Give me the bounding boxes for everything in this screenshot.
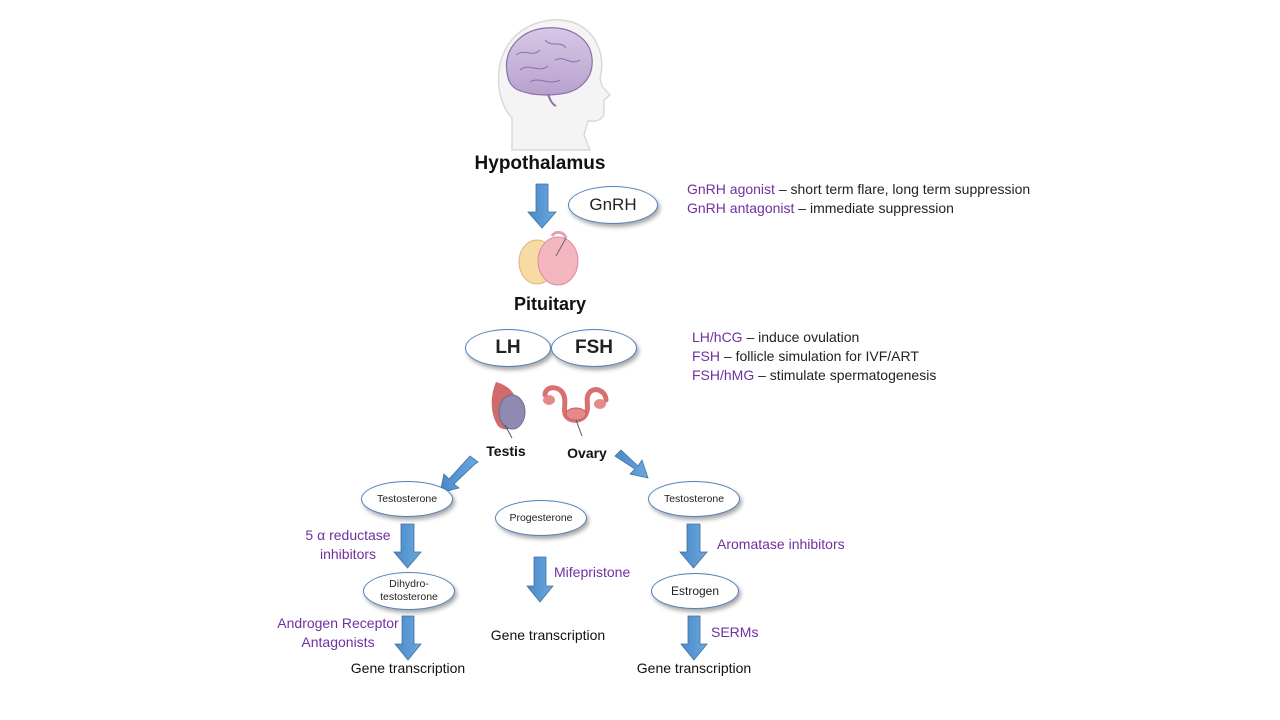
drug-effect: – follicle simulation for IVF/ART bbox=[720, 348, 919, 364]
dht-label-line2: testosterone bbox=[380, 591, 438, 603]
ovary-illustration bbox=[542, 385, 609, 437]
arrow-right-testosterone-to-estrogen bbox=[679, 523, 708, 569]
left-testosterone-bubble: Testosterone bbox=[361, 481, 453, 517]
arrow-hypothalamus-to-pituitary bbox=[527, 183, 557, 229]
drug-effect: – stimulate spermatogenesis bbox=[754, 367, 937, 383]
drug-name: FSH/hMG bbox=[692, 367, 755, 383]
drug-name: FSH bbox=[692, 348, 720, 364]
drug-effect: – induce ovulation bbox=[742, 329, 860, 345]
gnrh-notes: GnRH agonist – short term flare, long te… bbox=[687, 180, 1030, 218]
pituitary-label: Pituitary bbox=[513, 294, 587, 314]
estrogen-label: Estrogen bbox=[670, 584, 720, 598]
gonadotropin-notes: LH/hCG – induce ovulation FSH – follicle… bbox=[692, 328, 936, 385]
note-fsh: FSH – follicle simulation for IVF/ART bbox=[692, 347, 936, 366]
gnrh-note-antagonist: GnRH antagonist – immediate suppression bbox=[687, 199, 1030, 218]
drug-effect: – short term flare, long term suppressio… bbox=[774, 181, 1031, 197]
drug-name: GnRH agonist bbox=[687, 181, 775, 197]
drug-name: GnRH antagonist bbox=[687, 200, 795, 216]
dht-bubble: Dihydro- testosterone bbox=[363, 572, 455, 610]
arrow-left-testosterone-to-dht bbox=[393, 523, 422, 569]
testis-illustration bbox=[491, 382, 526, 439]
gnrh-label: GnRH bbox=[589, 195, 637, 214]
gnrh-note-agonist: GnRH agonist – short term flare, long te… bbox=[687, 180, 1030, 199]
right-testosterone-bubble: Testosterone bbox=[648, 481, 740, 517]
note-fsh-hmg: FSH/hMG – stimulate spermatogenesis bbox=[692, 366, 936, 385]
progesterone-label: Progesterone bbox=[509, 511, 573, 524]
arrow-to-right-branch bbox=[614, 449, 649, 479]
middle-gene-transcription-label: Gene transcription bbox=[490, 627, 606, 643]
head-brain-illustration bbox=[497, 19, 612, 151]
lh-label: LH bbox=[495, 337, 521, 358]
pituitary-illustration bbox=[518, 230, 579, 286]
dht-label-line1: Dihydro- bbox=[389, 578, 429, 590]
testis-label: Testis bbox=[486, 443, 526, 459]
mifepristone-label: Mifepristone bbox=[554, 564, 631, 580]
drug-effect: – immediate suppression bbox=[794, 200, 954, 216]
fsh-label: FSH bbox=[575, 337, 613, 358]
arrow-middle-progesterone bbox=[526, 556, 554, 603]
right-testosterone-label: Testosterone bbox=[663, 492, 725, 505]
left-testosterone-label: Testosterone bbox=[376, 492, 438, 505]
right-gene-transcription-label: Gene transcription bbox=[636, 660, 752, 676]
fsh-hormone-bubble: FSH bbox=[551, 329, 637, 367]
arrow-right-estrogen-to-transcription bbox=[680, 615, 708, 661]
gnrh-hormone-bubble: GnRH bbox=[568, 186, 658, 224]
serms-label: SERMs bbox=[711, 624, 759, 640]
left-gene-transcription-label: Gene transcription bbox=[350, 660, 466, 676]
note-lh-hcg: LH/hCG – induce ovulation bbox=[692, 328, 936, 347]
arrow-left-dht-to-transcription bbox=[394, 615, 422, 661]
aromatase-inhibitors-label: Aromatase inhibitors bbox=[717, 536, 845, 552]
hypothalamus-label: Hypothalamus bbox=[474, 153, 606, 174]
five-alpha-reductase-inhibitors-label: 5 α reductase inhibitors bbox=[305, 527, 391, 562]
estrogen-bubble: Estrogen bbox=[651, 573, 739, 609]
progesterone-bubble: Progesterone bbox=[495, 500, 587, 536]
lh-hormone-bubble: LH bbox=[465, 329, 551, 367]
androgen-receptor-antagonists-label: Androgen Receptor Antagonists bbox=[277, 615, 399, 650]
drug-name: LH/hCG bbox=[692, 329, 743, 345]
arrow-to-left-branch bbox=[439, 455, 479, 494]
ovary-label: Ovary bbox=[567, 445, 607, 461]
